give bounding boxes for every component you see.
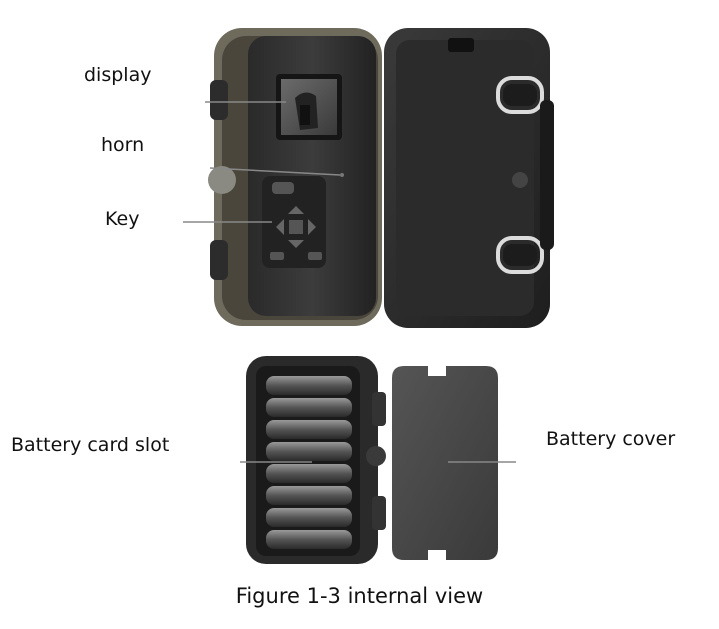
camera-open	[208, 28, 554, 328]
battery-cells	[266, 376, 352, 549]
key-label: Key	[105, 208, 140, 230]
left-latch-bottom	[210, 240, 228, 280]
left-latch-top	[210, 80, 228, 120]
horn-label: horn	[101, 134, 145, 156]
horn-leader	[209, 167, 341, 176]
horn-hole	[340, 173, 344, 177]
display-label: display	[84, 64, 152, 86]
battery-slot-label: Battery card slot	[11, 434, 170, 456]
battery-compartment	[246, 356, 386, 564]
strap-loop-bottom	[496, 236, 544, 274]
figure-caption: Figure 1-3 internal view	[235, 584, 484, 608]
strap-loop-top	[496, 76, 544, 114]
left-knob	[208, 166, 236, 194]
battery-cover-label: Battery cover	[546, 428, 676, 450]
battery-cover	[392, 366, 498, 560]
